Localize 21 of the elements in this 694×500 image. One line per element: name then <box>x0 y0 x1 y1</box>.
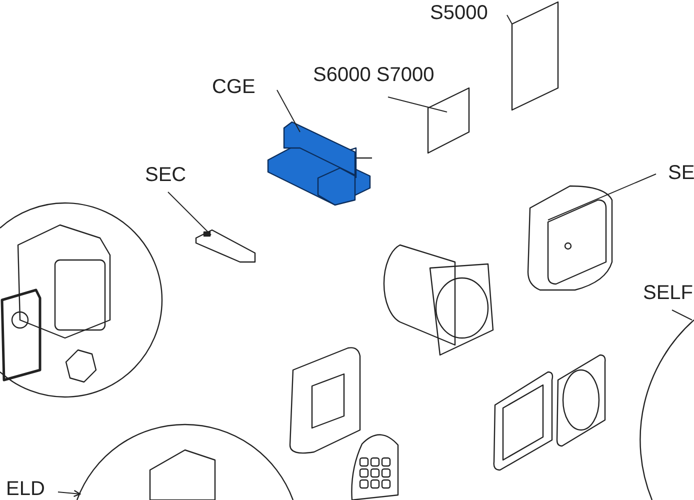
strip-drawing <box>195 229 256 263</box>
leader-line <box>548 174 656 220</box>
part-label: SEC <box>145 164 186 186</box>
part-label: S6000 S7000 <box>313 64 434 86</box>
part-label: ELD <box>6 478 45 500</box>
part-label: SELF <box>643 282 694 304</box>
leader-line <box>58 490 81 498</box>
panel-drawing <box>511 1 559 111</box>
leader-line <box>276 90 300 132</box>
leader-line <box>672 310 692 320</box>
module-drawing <box>267 121 371 206</box>
part-label: S5000 <box>430 2 488 24</box>
plate-drawing <box>427 87 470 154</box>
detail-circle-drawing <box>640 320 694 500</box>
junction-box-drawing <box>527 185 613 291</box>
leader-line <box>168 192 212 236</box>
leader-line <box>506 14 512 24</box>
part-label: SE <box>668 162 694 184</box>
leader-line <box>388 96 448 112</box>
detail-circle-drawing <box>76 424 294 500</box>
part-label: CGE <box>212 76 256 98</box>
